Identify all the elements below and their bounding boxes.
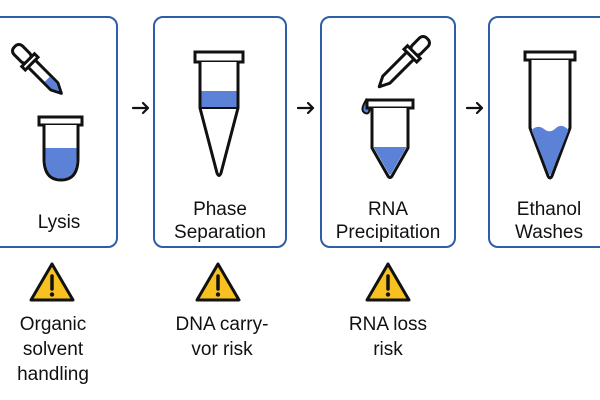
risk-text: RNA loss risk <box>348 314 428 360</box>
step-label: Phase Separation <box>174 199 266 243</box>
step-card-ethanol-washes: Ethanol Washes <box>488 16 600 248</box>
dropper-tube-icon <box>11 43 84 182</box>
step-card-rna-precipitation: RNA Precipitation <box>320 16 456 248</box>
warning-icon <box>195 262 241 302</box>
risk-text: DNA carry- vor risk <box>175 314 269 360</box>
arrow-right-icon <box>131 101 150 115</box>
step-label: Lysis <box>37 212 81 233</box>
conical-tube-icon <box>523 50 577 180</box>
dropper-tube-icon <box>361 35 431 179</box>
tube-middle-layer-icon <box>193 50 245 177</box>
arrow-right-icon <box>465 101 484 115</box>
step-label: RNA Precipitation <box>335 199 441 243</box>
arrow-right-icon <box>296 101 315 115</box>
warning-icon <box>365 262 411 302</box>
risk-text: Organic solvent handling <box>17 314 89 385</box>
step-label: Ethanol Washes <box>515 199 583 243</box>
warning-icon <box>29 262 75 302</box>
step-card-lysis: Lysis <box>0 16 118 248</box>
step-card-phase-separation: Phase Separation <box>153 16 287 248</box>
